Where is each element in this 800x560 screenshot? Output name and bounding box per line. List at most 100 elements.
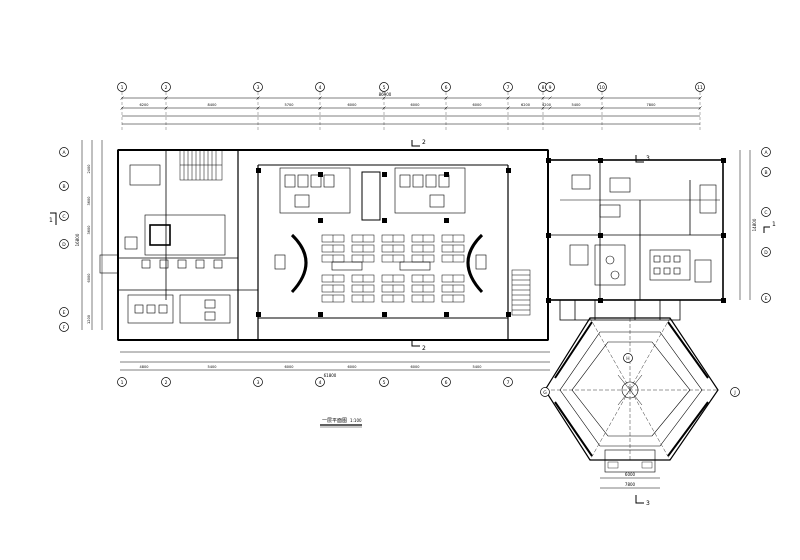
grid-bubble-left-F: F [59,322,69,332]
left-grid-bubbles: A B C D EF [59,147,69,332]
grid-bubble-top-9-label: 9 [549,85,552,91]
grid-bubble-right-B-label: B [764,170,767,176]
grid-bubble-top-2: 2 [161,82,171,92]
grid-bubble-left-A-label: A [62,150,66,156]
left-dimension-value: 6000 [87,274,91,283]
left-overall-dimension: 16800 [75,233,80,246]
bottom-dimension-value: 6000 [411,365,420,369]
grid-bubble-bottom-4-label: 4 [319,380,322,386]
grid-bubble-hex-H-label: H [626,356,629,362]
left-dimension-value: 3600 [87,197,91,206]
central-seating-grid [321,234,465,303]
stair-center-right [511,269,531,316]
grid-bubble-left-B: B [59,181,69,191]
grid-bubble-top-8-label: 8 [542,85,545,91]
grid-bubble-bottom-3: 3 [253,377,263,387]
grid-bubble-bottom-6: 6 [441,377,451,387]
reception-counters [274,233,487,294]
section-marker-1 [50,212,770,233]
grid-bubble-right-C: C [761,207,771,217]
grid-bubble-top-6-label: 6 [445,85,448,91]
hex-bottom-dimension: 7800 [625,482,636,487]
grid-bubble-right-A-label: A [764,150,768,156]
hexagon-edge-bands [554,321,709,457]
grid-bubble-bottom-2-label: 2 [165,380,168,386]
bottom-dimension-value: 4800 [140,365,149,369]
right-wing-rooms [569,174,717,286]
left-dimension-value: 1200 [87,315,91,324]
hexagon-dimension-lines [600,477,660,489]
left-wing-rooms [99,164,231,324]
top-dimension-value: 6200 [140,103,149,107]
top-dimension-tick [548,96,552,100]
top-dimension-value: 6000 [411,103,420,107]
left-dimension-value: 2400 [87,165,91,174]
section-mark-2-bottom: 2 [422,345,426,352]
grid-bubble-hex-J: J [730,387,740,397]
grid-bubble-top-2-label: 2 [165,85,168,91]
grid-bubble-top-3-label: 3 [257,85,260,91]
grid-bubble-top-5: 5 [379,82,389,92]
section-mark-2-top: 2 [422,139,426,146]
grid-bubble-right-E: E [761,293,771,303]
grid-bubble-bottom-1-label: 1 [121,380,124,386]
top-dimension-value: 5400 [572,103,581,107]
grid-bubble-top-7-label: 7 [507,85,510,91]
bottom-dimension-value: 5400 [208,365,217,369]
grid-bubble-bottom-6-label: 6 [445,380,448,386]
bottom-dimension-chains [120,351,550,371]
grid-bubble-top-4-label: 4 [319,85,322,91]
grid-bubble-right-D-label: D [764,250,768,256]
grid-bubble-left-B-label: B [62,184,65,190]
section-mark-3-bottom: 3 [646,500,650,507]
drawing-title-block: 一层平面图 1:100 [320,418,362,428]
toilet-blocks [279,167,466,221]
grid-bubble-top-9: 9 [545,82,555,92]
grid-bubble-bottom-3-label: 3 [257,380,260,386]
connector-corridor [559,299,681,321]
bottom-grid-bubbles: 1 2 3 4 5 6 7 [117,377,513,387]
grid-bubble-bottom-2: 2 [161,377,171,387]
grid-bubble-bottom-5: 5 [379,377,389,387]
top-dimension-value: 4200 [542,103,551,107]
grid-bubble-left-D: D [59,239,69,249]
grid-bubble-right-E-label: E [765,296,768,302]
section-marker-2 [411,140,420,347]
grid-bubble-top-10-label: 10 [599,85,605,91]
top-dimension-value: 7800 [647,103,656,107]
grid-bubble-left-C-label: C [62,214,65,220]
grid-bubble-left-E: E [59,307,69,317]
section-mark-3-top: 3 [646,155,650,162]
grid-bubble-right-D: D [761,247,771,257]
bottom-dimension-value: 6000 [348,365,357,369]
grid-lines [121,92,701,130]
drawing-title: 一层平面图 [322,418,347,424]
section-mark-1-left: 1 [49,217,53,224]
grid-bubble-top-10: 10 [597,82,607,92]
grid-bubble-bottom-7-label: 7 [507,380,510,386]
top-dimension-value: 5700 [285,103,294,107]
hex-bottom-inner-dimension: 6000 [625,472,636,477]
grid-bubble-left-D-label: D [62,242,66,248]
right-grid-bubbles: A B C D E [761,147,771,303]
grid-bubble-left-C: C [59,211,69,221]
grid-bubble-right-B: B [761,167,771,177]
top-dimension-value: 6000 [348,103,357,107]
bottom-dimension-value: 6000 [285,365,294,369]
grid-bubble-top-6: 6 [441,82,451,92]
right-overall-dimension: 14800 [752,218,757,231]
grid-bubble-hex-H: H [623,353,633,363]
grid-bubble-bottom-7: 7 [503,377,513,387]
top-dimension-value: 6000 [473,103,482,107]
grid-bubble-top-4: 4 [315,82,325,92]
grid-bubble-top-1: 1 [117,82,127,92]
side-dimension-chains [81,140,751,330]
grid-bubble-hex-G: G [540,387,550,397]
grid-bubble-top-7: 7 [503,82,513,92]
stair-top-left [179,149,223,181]
